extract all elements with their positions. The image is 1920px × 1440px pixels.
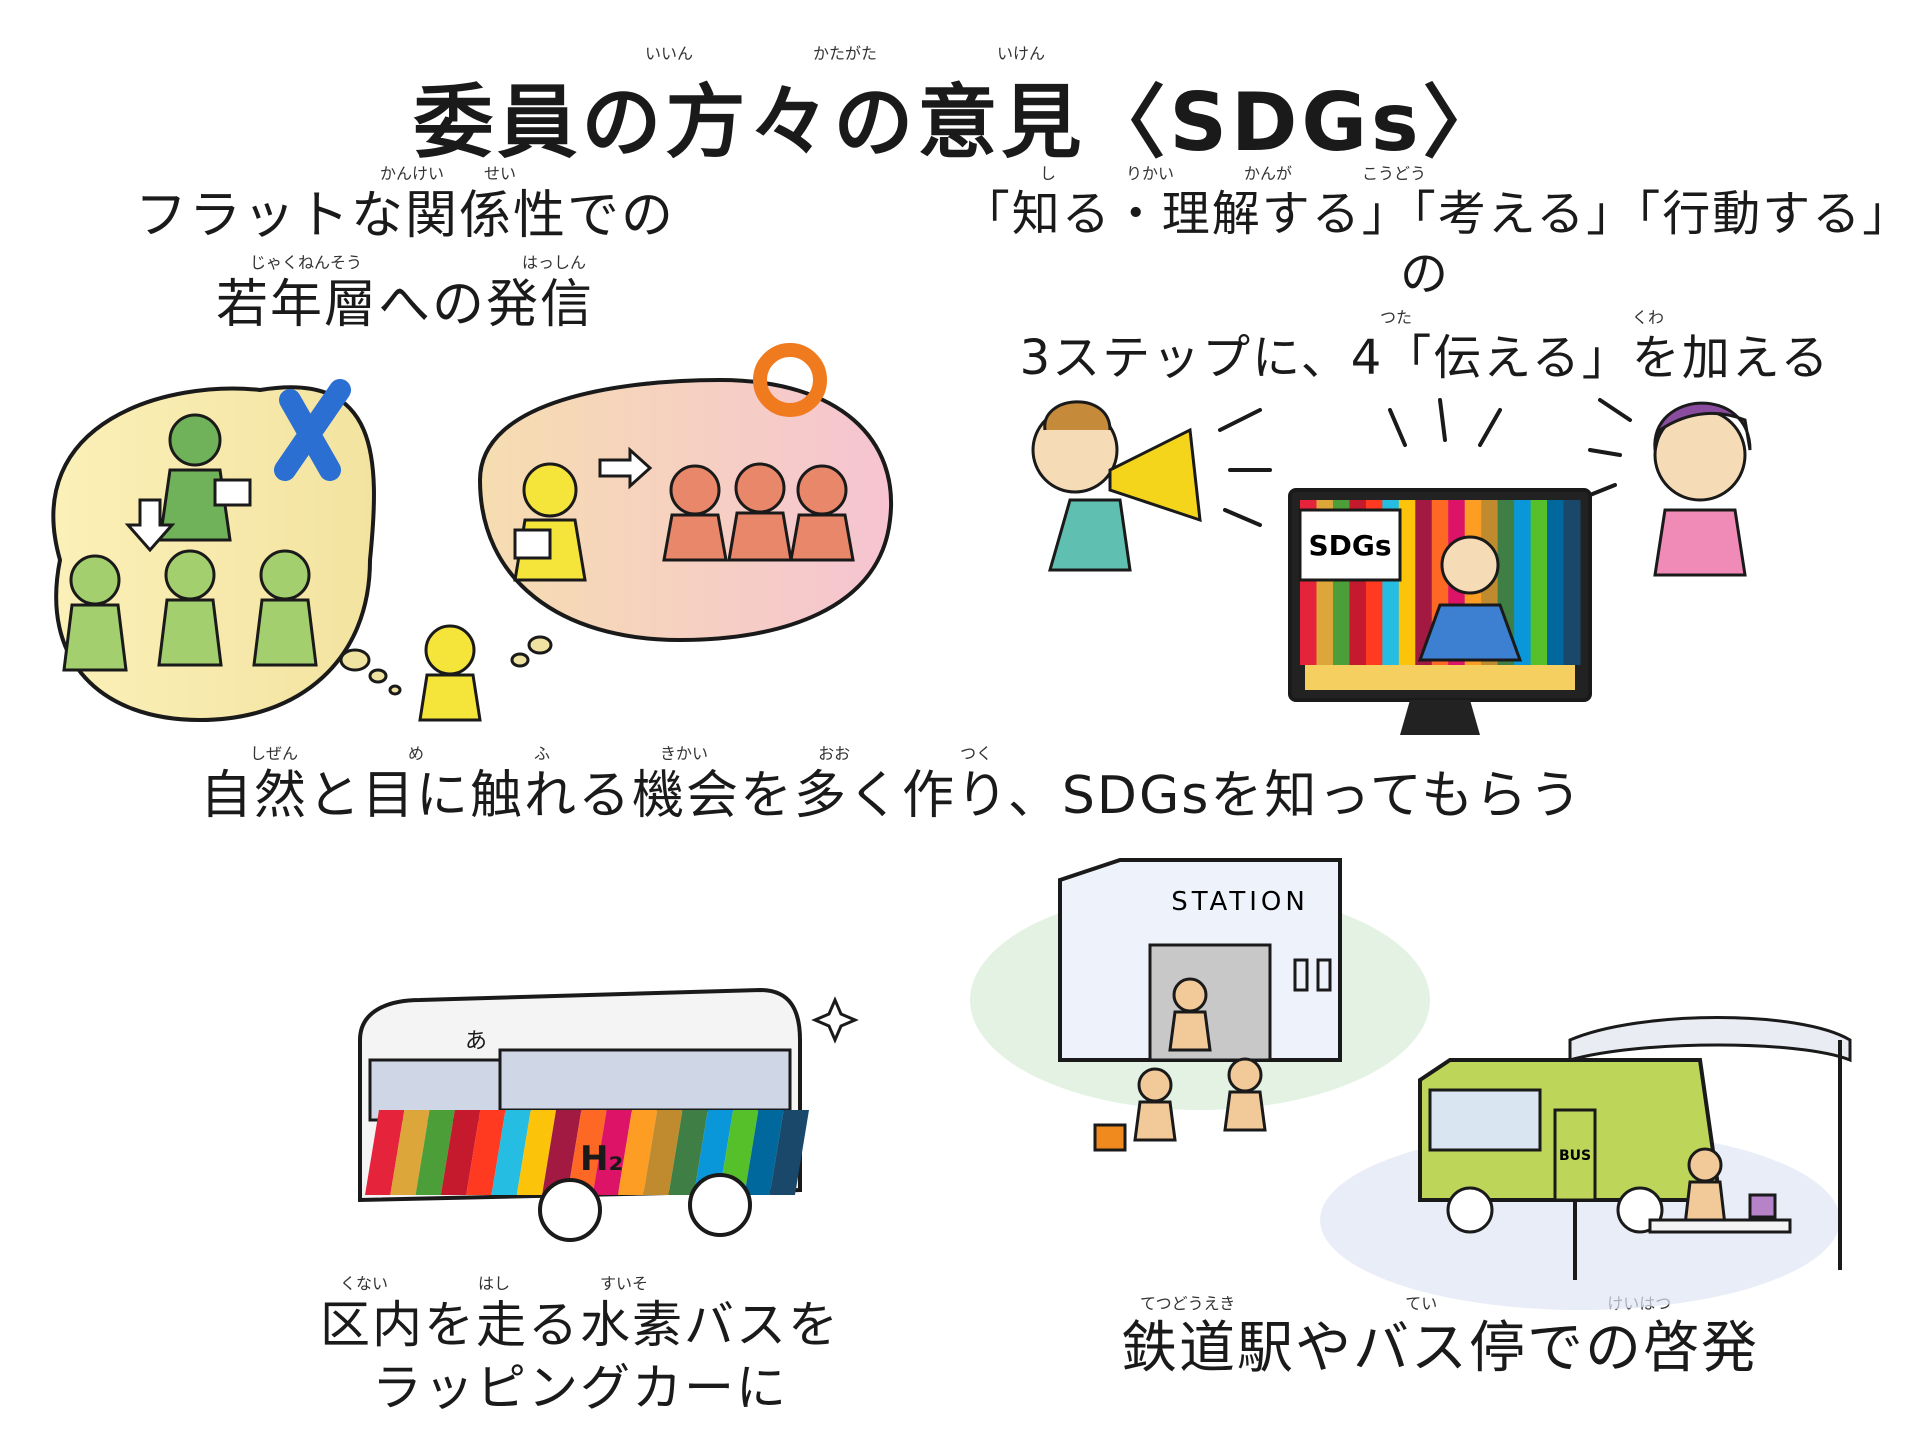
middle-ruby-5: おお	[818, 744, 851, 763]
bus-wrap-stripe	[542, 1110, 582, 1195]
bus-wrap-stripe	[744, 1110, 784, 1195]
middle-caption: しぜん め ふ きかい おお つく 自然と目に触れる機会を多く作り、SDGsを知…	[200, 740, 1720, 829]
panel-left-ruby-4: はっしん	[522, 253, 587, 272]
tv-label: SDGs	[1308, 529, 1391, 562]
station-sign: STATION	[1171, 887, 1309, 917]
panel-right-ruby-3: かんが	[1244, 164, 1293, 183]
bus-wrap-stripe	[592, 1110, 632, 1195]
panel-right-ruby-5: つた	[1380, 308, 1413, 327]
bus-wrap-stripe	[390, 1110, 430, 1195]
middle-ruby-4: きかい	[660, 744, 709, 763]
bottom-left-ruby-2: はし	[478, 1274, 511, 1293]
bus-sign: あ	[465, 1029, 487, 1054]
middle-ruby-2: め	[408, 744, 425, 763]
middle-ruby-1: しぜん	[250, 744, 299, 763]
bus-mark: H₂	[580, 1139, 623, 1179]
title-text: 委員の方々の意見〈SDGs〉	[413, 76, 1507, 169]
tv-stripe	[1514, 500, 1532, 665]
green-figures	[62, 413, 318, 672]
panel-right-caption: し りかい かんが こうどう 「知る・理解する」「考える」「行動する」の つた …	[960, 160, 1890, 388]
orange-figures	[662, 462, 855, 562]
bus-wrap-stripe	[693, 1110, 734, 1195]
bus-wrap-stripe	[719, 1110, 759, 1195]
thought-dots	[339, 635, 553, 696]
tv-stripe	[1530, 500, 1548, 665]
title-ruby-1: いいん	[644, 44, 693, 63]
bottom-left-ruby-1: くない	[340, 1274, 389, 1293]
ok-mark-icon	[753, 343, 827, 417]
stop-sign: BUS	[1559, 1148, 1591, 1164]
bus-wrap-stripe	[643, 1110, 683, 1195]
bus-wrap-stripe	[440, 1110, 481, 1195]
bottom-right-ruby-2: てい	[1405, 1294, 1438, 1313]
megaphone-icon	[1031, 398, 1632, 572]
ng-mark-icon	[274, 379, 351, 481]
bus-wrap-stripe	[365, 1110, 405, 1195]
title-ruby-2: かたがた	[812, 44, 877, 63]
panel-left-line1: フラットな関係性での	[134, 186, 675, 246]
middle-line: 自然と目に触れる機会を多く作り、SDGsを知ってもらう	[200, 766, 1584, 826]
panel-right-line2: 3ステップに、4「伝える」を加える	[1019, 330, 1831, 386]
panel-left-caption: かんけい せい フラットな関係性での じゃくねんそう はっしん 若年層への発信	[80, 160, 730, 338]
station-scene: STATION	[970, 858, 1430, 1152]
panel-left-line2: 若年層への発信	[215, 275, 594, 335]
bottom-right-line: 鉄道駅やバス停での啓発	[1121, 1316, 1759, 1381]
bottom-left-ruby-3: すいそ	[600, 1274, 649, 1293]
tv-stripe	[1415, 500, 1433, 665]
bus-wrap-stripe	[567, 1110, 607, 1195]
bus-wrap-stripe	[466, 1110, 506, 1195]
tv-screen: SDGs	[1288, 488, 1592, 735]
panel-right-ruby-2: りかい	[1126, 164, 1175, 183]
bus-wrap-stripe	[769, 1110, 809, 1195]
panel-left-ruby-1: かんけい	[380, 164, 445, 183]
panel-right-ruby-6: くわ	[1632, 308, 1665, 327]
title-ruby-3: いけん	[997, 44, 1046, 63]
tv-stripe	[1547, 500, 1565, 665]
hydrogen-bus: H₂ あ	[358, 987, 859, 1242]
bottom-left-line1: 区内を走る水素バスを	[320, 1296, 840, 1354]
panel-right-ruby-4: こうどう	[1362, 164, 1427, 183]
bus-wrap-stripe	[491, 1110, 531, 1195]
bottom-right-ruby-1: てつどうえき	[1140, 1294, 1236, 1313]
panel-right-ruby-1: し	[1040, 164, 1057, 183]
bus-wrap-stripe	[668, 1110, 708, 1195]
bus-stop-scene: BUS	[1320, 1016, 1852, 1310]
panel-right-line1: 「知る・理解する」「考える」「行動する」の	[961, 186, 1889, 302]
listener-figure	[1653, 401, 1752, 577]
panel-left-ruby-3: じゃくねんそう	[250, 253, 363, 272]
bus-wrap-stripe	[617, 1110, 658, 1195]
page-title: いいん かたがた いけん 委員の方々の意見〈SDGs〉	[0, 40, 1920, 174]
tv-stripe	[1563, 500, 1581, 665]
yellow-figures	[418, 446, 653, 722]
panel-left-ruby-2: せい	[484, 164, 517, 183]
middle-ruby-3: ふ	[534, 744, 551, 763]
bus-wrap-stripe	[516, 1110, 557, 1195]
bottom-left-line2: ラッピングカーに	[372, 1358, 788, 1417]
tv-stripe	[1398, 500, 1416, 665]
bottom-left-caption: くない はし すいそ 区内を走る水素バスを ラッピングカーに	[300, 1270, 860, 1419]
middle-ruby-6: つく	[960, 744, 993, 763]
bus-wrap-stripe	[415, 1110, 455, 1195]
